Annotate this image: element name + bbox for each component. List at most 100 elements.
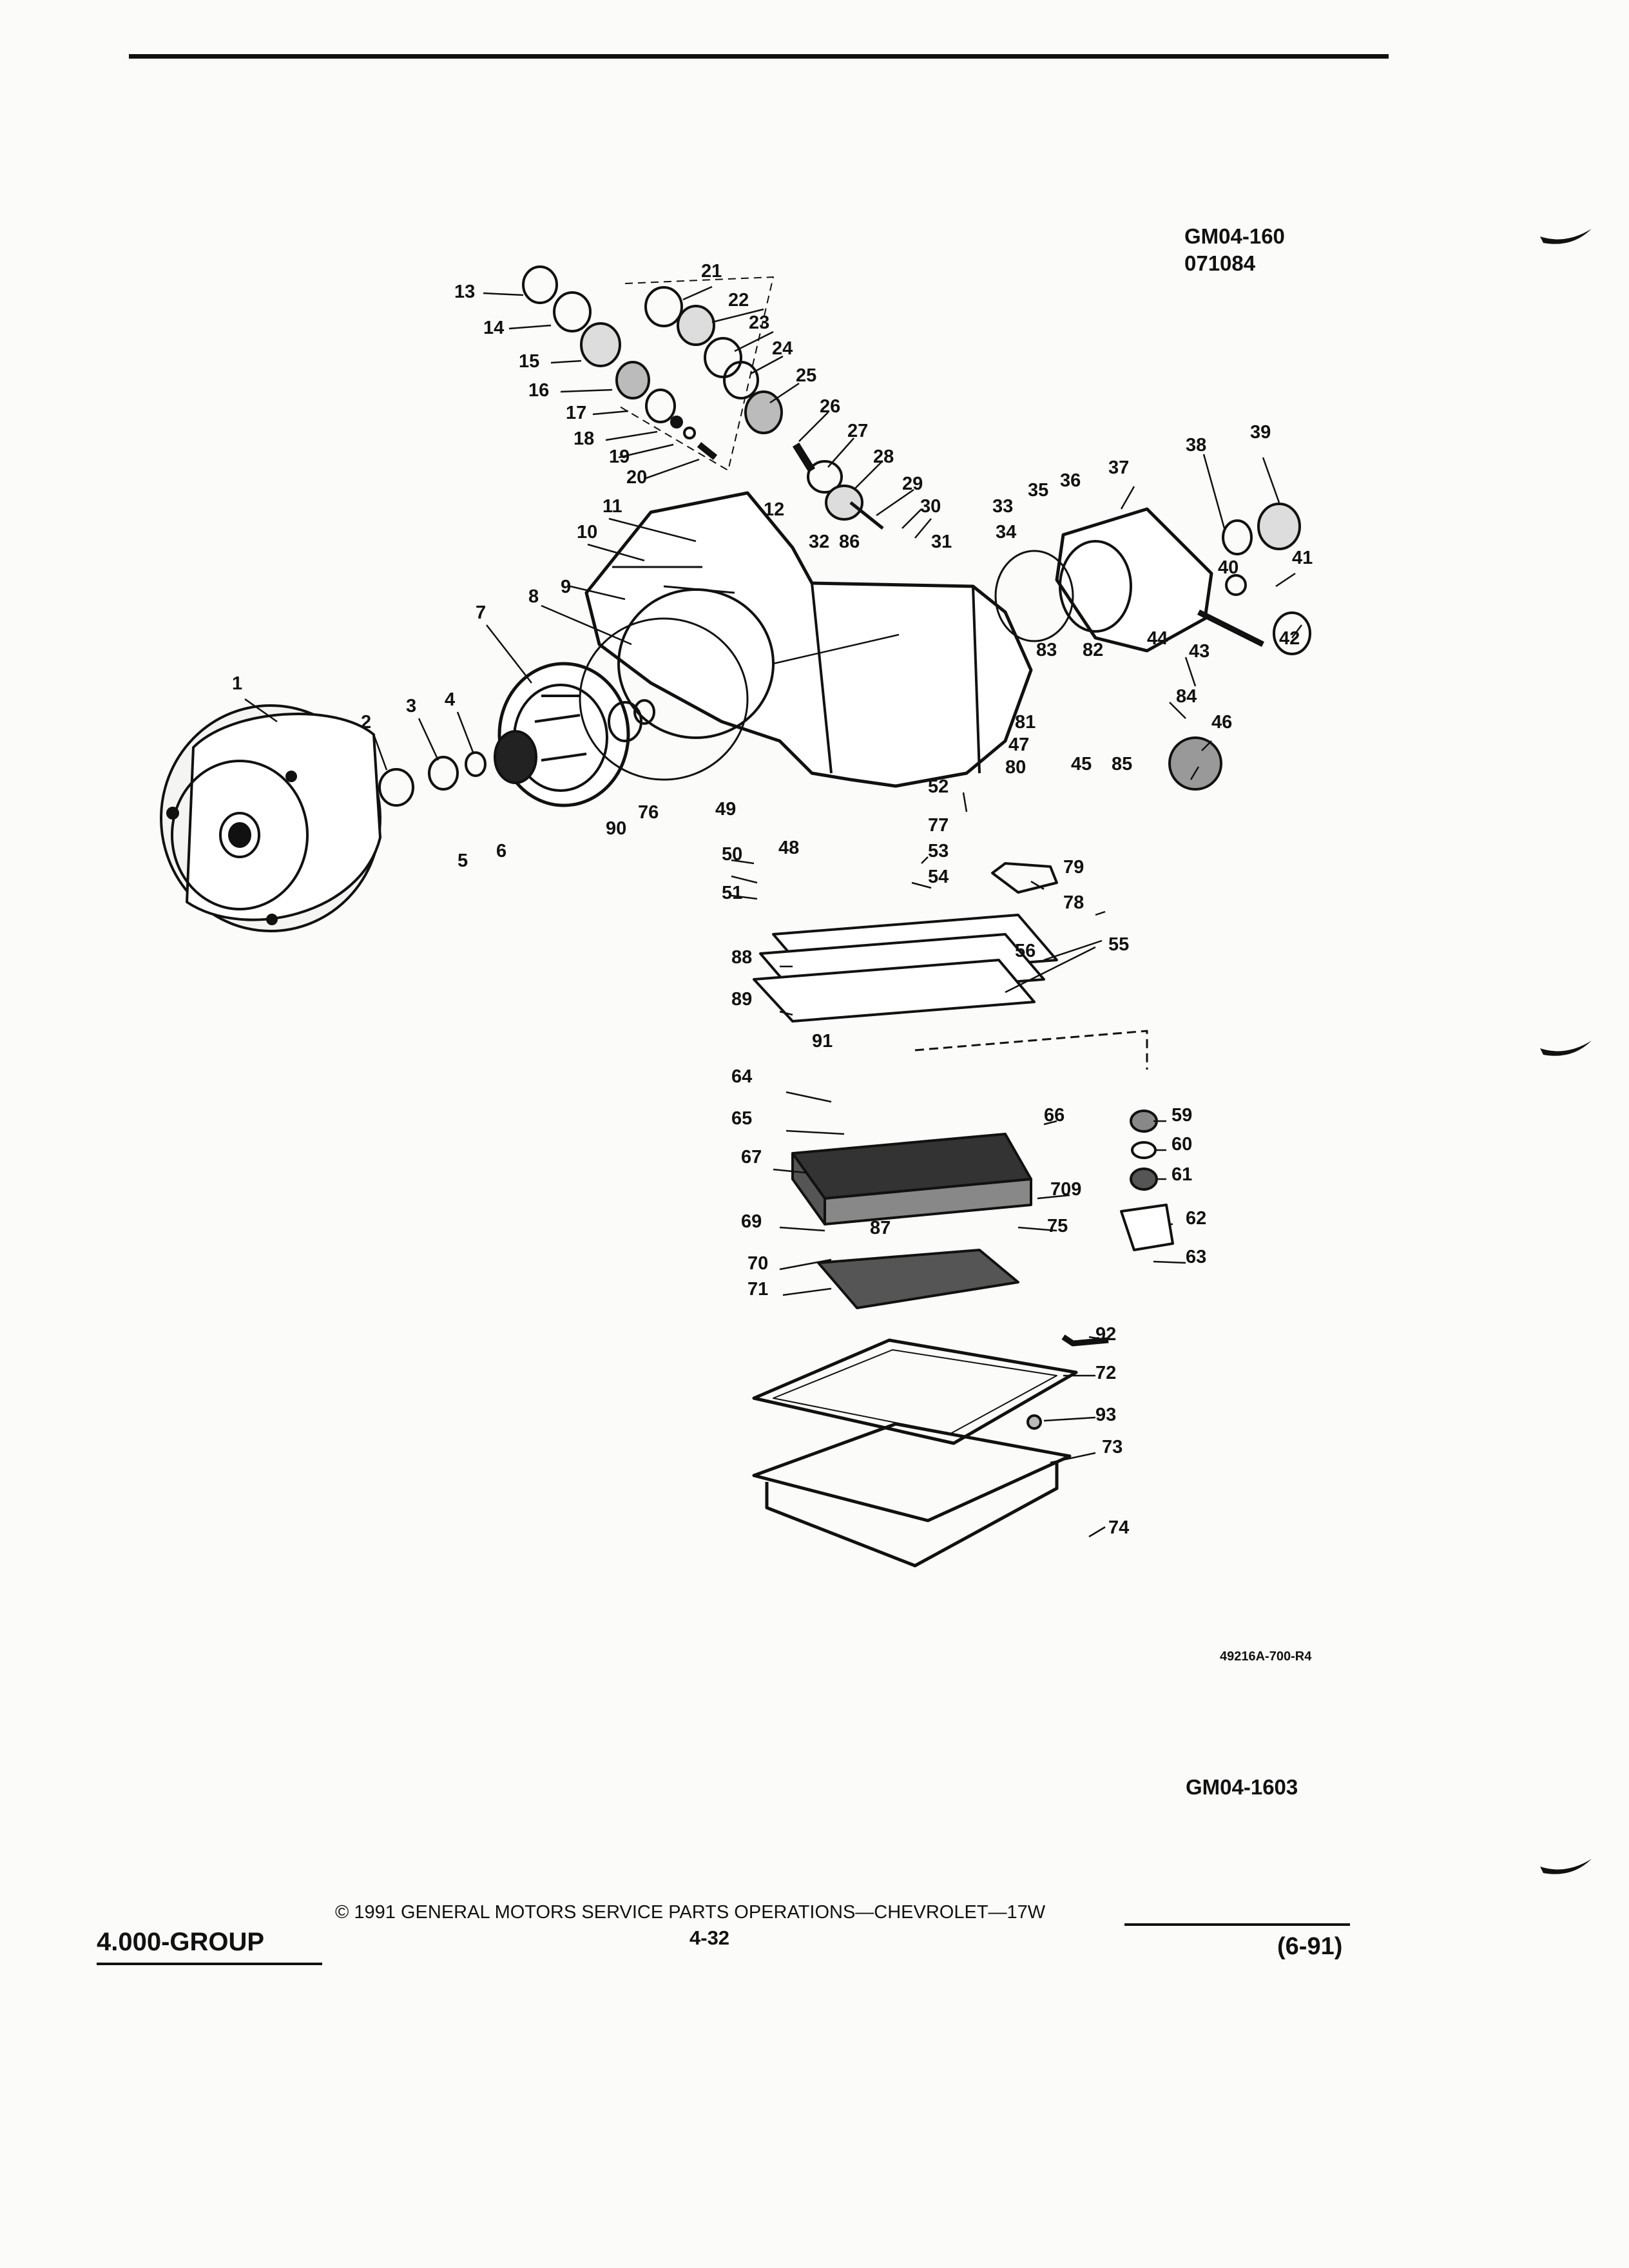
page-number: 4-32: [689, 1927, 730, 1949]
callout-50: 50: [722, 844, 742, 865]
drawing-date: 071084: [1184, 251, 1256, 275]
callout-62: 62: [1186, 1208, 1206, 1229]
callout-8: 8: [528, 586, 539, 607]
callout-70: 70: [747, 1253, 768, 1274]
callout-35: 35: [1028, 480, 1048, 501]
footer-rule-left: [97, 1963, 322, 1965]
revision-code: (6-91): [1277, 1933, 1343, 1960]
callout-15: 15: [519, 351, 539, 372]
callout-75: 75: [1047, 1216, 1068, 1236]
footer-rule-right: [1124, 1923, 1350, 1926]
group-label: 4.000-GROUP: [97, 1928, 265, 1956]
callout-3: 3: [406, 696, 416, 716]
callout-33: 33: [992, 496, 1013, 517]
callout-34: 34: [996, 522, 1016, 543]
callout-709: 709: [1050, 1179, 1081, 1200]
header-rule: [129, 54, 1389, 59]
callout-2: 2: [361, 712, 371, 733]
callout-1: 1: [232, 673, 242, 694]
callout-81: 81: [1015, 712, 1036, 733]
callout-32: 32: [809, 532, 829, 552]
callout-69: 69: [741, 1211, 762, 1232]
callout-71: 71: [747, 1279, 768, 1300]
copyright-line: © 1991 GENERAL MOTORS SERVICE PARTS OPER…: [335, 1902, 1046, 1923]
callout-24: 24: [772, 338, 793, 359]
callout-64: 64: [731, 1066, 752, 1087]
callout-83: 83: [1036, 640, 1057, 660]
callout-84: 84: [1176, 686, 1197, 707]
callout-40: 40: [1218, 557, 1239, 578]
callout-92: 92: [1095, 1324, 1116, 1345]
callout-61: 61: [1171, 1164, 1192, 1185]
callout-31: 31: [931, 532, 952, 552]
callout-4: 4: [445, 689, 455, 710]
callout-76: 76: [638, 802, 659, 823]
callout-65: 65: [731, 1108, 752, 1129]
callout-59: 59: [1171, 1105, 1192, 1126]
oil-pump: [494, 662, 630, 807]
callout-56: 56: [1015, 941, 1036, 961]
transmission-case: [584, 491, 1033, 788]
callout-6: 6: [496, 841, 506, 861]
callout-37: 37: [1108, 457, 1129, 478]
callout-93: 93: [1095, 1405, 1116, 1425]
reference-code: 49216A-700-R4: [1220, 1649, 1312, 1664]
valve-body-plates: [753, 914, 1148, 1070]
callout-87: 87: [870, 1218, 891, 1238]
callout-85: 85: [1112, 754, 1132, 774]
callout-22: 22: [728, 290, 749, 311]
callout-48: 48: [778, 838, 799, 858]
callout-7: 7: [476, 602, 486, 623]
callout-77: 77: [928, 815, 949, 836]
callout-36: 36: [1060, 470, 1081, 491]
callout-17: 17: [566, 403, 586, 423]
callout-14: 14: [483, 318, 504, 338]
callout-23: 23: [749, 312, 769, 333]
callout-90: 90: [606, 818, 626, 839]
callout-21: 21: [701, 261, 722, 282]
callout-73: 73: [1102, 1437, 1123, 1457]
callout-82: 82: [1083, 640, 1103, 660]
callout-49: 49: [715, 799, 736, 820]
torque-converter: [160, 704, 381, 932]
callout-80: 80: [1005, 757, 1026, 778]
callout-27: 27: [847, 421, 868, 441]
callout-28: 28: [873, 447, 894, 467]
callout-46: 46: [1211, 712, 1232, 733]
callout-66: 66: [1044, 1105, 1065, 1126]
callout-19: 19: [609, 447, 630, 467]
callout-5: 5: [458, 850, 468, 871]
callout-20: 20: [626, 467, 647, 488]
callout-30: 30: [920, 496, 941, 517]
callout-41: 41: [1292, 548, 1313, 568]
callout-45: 45: [1071, 754, 1092, 774]
oil-pan: [752, 1422, 1072, 1568]
callout-13: 13: [454, 282, 475, 302]
callout-42: 42: [1279, 628, 1300, 649]
callout-72: 72: [1095, 1363, 1116, 1383]
callout-51: 51: [722, 883, 742, 903]
callout-11: 11: [602, 496, 622, 517]
callout-63: 63: [1186, 1247, 1206, 1267]
callout-53: 53: [928, 841, 949, 861]
callout-52: 52: [928, 776, 949, 797]
callout-74: 74: [1108, 1517, 1129, 1538]
valve-body: [791, 1133, 1032, 1225]
callout-88: 88: [731, 947, 752, 968]
filter: [817, 1249, 1019, 1309]
callout-9: 9: [561, 577, 571, 597]
callout-54: 54: [928, 867, 949, 887]
binding-tab-mark: [1540, 1041, 1592, 1056]
secondary-drawing-id: GM04-1603: [1186, 1775, 1298, 1799]
binding-tab-mark: [1540, 229, 1592, 244]
callout-16: 16: [528, 380, 549, 401]
callout-10: 10: [577, 522, 597, 543]
callout-78: 78: [1063, 892, 1084, 913]
callout-86: 86: [839, 532, 860, 552]
drawing-id: GM04-160: [1184, 224, 1285, 248]
callout-39: 39: [1250, 422, 1271, 443]
callout-38: 38: [1186, 435, 1206, 456]
callout-79: 79: [1063, 857, 1084, 878]
callout-47: 47: [1008, 735, 1029, 755]
